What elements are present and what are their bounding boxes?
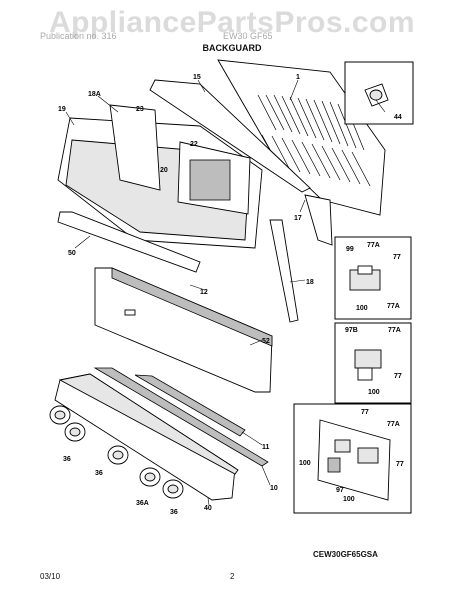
control-panel-part <box>94 267 273 393</box>
diagram-title: BACKGUARD <box>202 43 262 53</box>
faded-header-right: EW30 GF65 <box>223 31 273 41</box>
callout-12: 12 <box>200 289 208 296</box>
callout-100-d: 100 <box>343 496 355 503</box>
trim-piece-lower <box>93 367 269 467</box>
callout-36-second: 36 <box>95 470 103 477</box>
leader-lines <box>65 79 386 506</box>
control-knobs <box>49 405 184 499</box>
callout-36-third: 36 <box>170 509 178 516</box>
footer-date: 03/10 <box>40 572 61 581</box>
inset-box-relay-a <box>334 236 412 320</box>
footer-page-number: 2 <box>230 572 235 581</box>
callout-23: 23 <box>136 106 144 113</box>
callout-100-a: 100 <box>356 305 368 312</box>
inset-box-control-board <box>293 403 412 514</box>
callout-77A-c: 77A <box>388 327 401 334</box>
callout-77-c: 77 <box>361 409 369 416</box>
callout-77A-b: 77A <box>387 303 400 310</box>
rear-panel-part <box>217 59 386 246</box>
callout-1: 1 <box>296 74 300 81</box>
callout-40: 40 <box>204 505 212 512</box>
callout-11: 11 <box>262 444 270 451</box>
trim-piece-upper <box>134 374 246 437</box>
callout-19: 19 <box>58 106 66 113</box>
trim-rail-part <box>149 79 311 193</box>
callout-77A-d: 77A <box>387 421 400 428</box>
callout-97: 97 <box>336 487 344 494</box>
trim-strip-part <box>57 211 201 273</box>
model-number: CEW30GF65GSA <box>313 550 378 559</box>
callout-99: 99 <box>346 246 354 253</box>
watermark-text: AppliancePartsPros.com <box>48 6 416 39</box>
callout-100-b: 100 <box>368 389 380 396</box>
callout-10: 10 <box>270 485 278 492</box>
side-bracket-part <box>269 219 299 323</box>
inset-box-knob-insert <box>344 61 414 125</box>
callout-22: 22 <box>190 141 198 148</box>
callout-97B: 97B <box>345 327 358 334</box>
callout-20: 20 <box>160 167 168 174</box>
callout-36-first: 36 <box>63 456 71 463</box>
inset-box-relay-b <box>334 322 412 404</box>
callout-77-a: 77 <box>393 254 401 261</box>
callout-15: 15 <box>193 74 201 81</box>
manifold-panel-part <box>54 373 239 501</box>
callout-77-d: 77 <box>396 461 404 468</box>
callout-100-c: 100 <box>299 460 311 467</box>
callout-50: 50 <box>68 250 76 257</box>
console-frame-part <box>57 104 263 249</box>
callout-77A-a: 77A <box>367 242 380 249</box>
callout-17: 17 <box>294 215 302 222</box>
callout-18: 18 <box>306 279 314 286</box>
faded-header-left: Publication no. 316 <box>40 31 117 41</box>
callout-36A: 36A <box>136 500 149 507</box>
callout-77-b: 77 <box>394 373 402 380</box>
callout-52: 52 <box>262 338 270 345</box>
callout-44: 44 <box>394 114 402 121</box>
callout-18A: 18A <box>88 91 101 98</box>
